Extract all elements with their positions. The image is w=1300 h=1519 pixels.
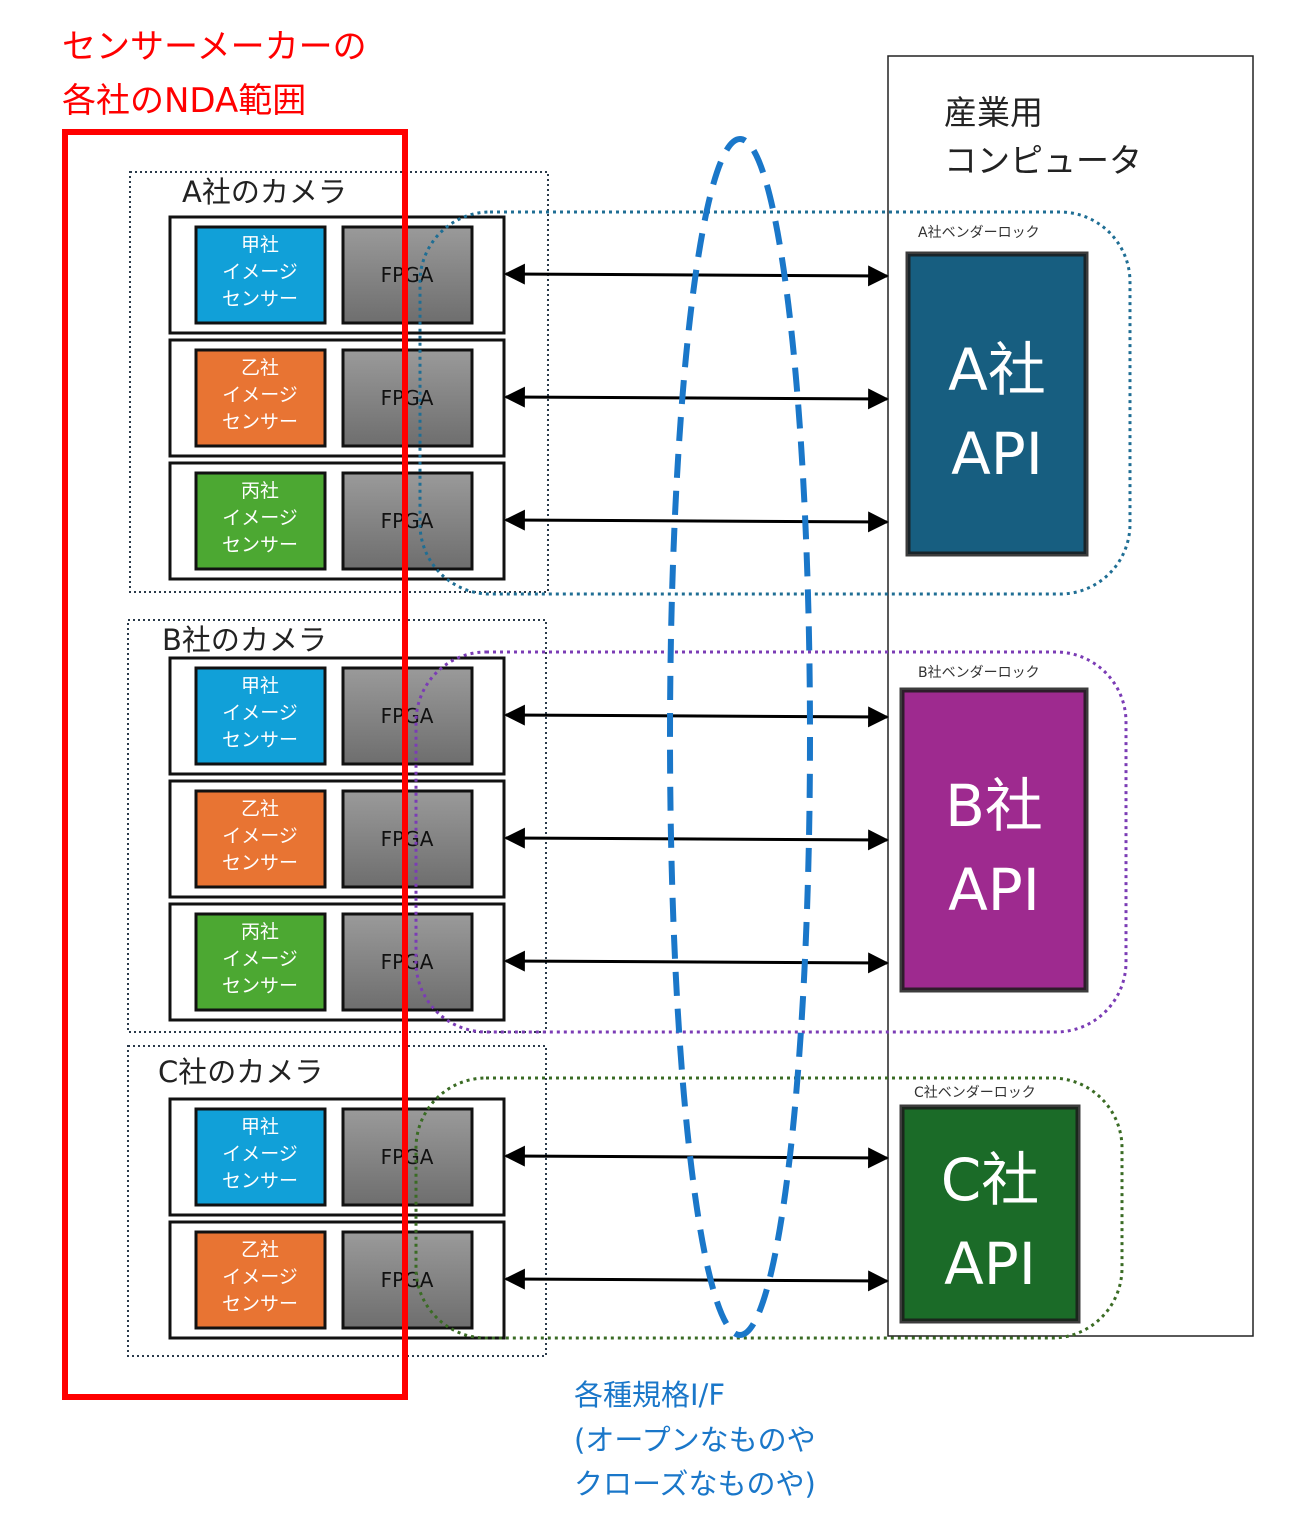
cameras-layer: A社のカメラ甲社イメージセンサーFPGA乙社イメージセンサーFPGA丙社イメージ… [127, 171, 549, 1357]
vendor-lock-label: A社ベンダーロック [918, 225, 1040, 241]
image-sensor-label: 甲社イメージセンサー [222, 1116, 298, 1192]
nda-scope-frame [62, 129, 408, 1400]
image-sensor-label: 乙社イメージセンサー [222, 357, 298, 433]
image-sensor-label: 乙社イメージセンサー [222, 1239, 298, 1315]
api-box-label: API [951, 420, 1043, 488]
image-sensor-box [194, 666, 327, 766]
interface-label-line-2: (オープンなものや [574, 1423, 816, 1457]
vendor-lock-2: C社ベンダーロック C社 API [414, 1076, 1124, 1340]
image-sensor-box [194, 789, 327, 889]
camera-label: B社のカメラ [162, 623, 327, 657]
image-sensor-label: 丙社イメージセンサー [222, 921, 298, 997]
vendor-lock-boundary [418, 210, 1132, 596]
api-box-label: API [948, 856, 1040, 924]
bidirectional-arrow [503, 509, 890, 533]
computer-title-line-1: 産業用 [944, 93, 1043, 132]
connections-layer [503, 263, 890, 1292]
image-sensor-box [194, 471, 327, 571]
vendor-lock-0: A社ベンダーロック A社 API [418, 210, 1132, 596]
camera-label: A社のカメラ [182, 175, 347, 209]
bidirectional-arrow [503, 1145, 890, 1169]
image-sensor-box [194, 225, 327, 325]
camera-group-0: A社のカメラ甲社イメージセンサーFPGA乙社イメージセンサーFPGA丙社イメージ… [129, 171, 549, 593]
svg-text:産業用 コンピュータ: 産業用 コンピュータ [944, 93, 1142, 180]
image-sensor-box [194, 348, 327, 448]
camera-label: C社のカメラ [158, 1055, 323, 1089]
vendor-lock-1: B社ベンダーロック B社 API [414, 650, 1128, 1034]
bidirectional-arrow [503, 1268, 890, 1292]
camera-boundary [127, 1045, 547, 1357]
image-sensor-box [194, 1230, 327, 1330]
interface-label: 各種規格I/F (オープンなものや クローズなものや) [574, 1378, 825, 1501]
vendor-lock-label: C社ベンダーロック [914, 1085, 1036, 1101]
vendor-lock-boundary [414, 650, 1128, 1034]
vendor-locks-layer: A社ベンダーロック A社 API B社ベンダーロック B社 API C社ベンダーロック C社 A… [414, 210, 1132, 1340]
image-sensor-label: 乙社イメージセンサー [222, 798, 298, 874]
camera-boundary [129, 171, 549, 593]
bidirectional-arrow [503, 386, 890, 410]
api-box [899, 687, 1089, 993]
image-sensor-label: 甲社イメージセンサー [222, 234, 298, 310]
nda-title-line-2: 各社のNDA範囲 [62, 81, 306, 121]
api-box-company: C社 [941, 1146, 1040, 1214]
bidirectional-arrow [503, 827, 890, 851]
interface-label-line-1: 各種規格I/F [574, 1378, 725, 1412]
computer-title-line-2: コンピュータ [944, 141, 1142, 180]
api-box-label: API [944, 1230, 1036, 1298]
bidirectional-arrow [503, 950, 890, 974]
image-sensor-label: 丙社イメージセンサー [222, 480, 298, 556]
image-sensor-box [194, 1107, 327, 1207]
image-sensor-label: 甲社イメージセンサー [222, 675, 298, 751]
api-box-company: B社 [945, 772, 1043, 840]
image-sensor-box [194, 912, 327, 1012]
industrial-computer: 産業用 コンピュータ [887, 55, 1254, 1337]
vendor-lock-label: B社ベンダーロック [918, 665, 1040, 681]
interface-label-line-3: クローズなものや) [574, 1467, 816, 1501]
api-box-company: A社 [948, 336, 1046, 404]
interface-ellipse [667, 136, 813, 1338]
bidirectional-arrow [503, 704, 890, 728]
nda-title: センサーメーカーの 各社のNDA範囲 [62, 27, 377, 121]
vendor-lock-boundary [414, 1076, 1124, 1340]
camera-group-1: B社のカメラ甲社イメージセンサーFPGA乙社イメージセンサーFPGA丙社イメージ… [127, 619, 547, 1033]
nda-title-line-1: センサーメーカーの [62, 27, 367, 67]
api-box [905, 251, 1089, 557]
api-box [899, 1104, 1081, 1324]
